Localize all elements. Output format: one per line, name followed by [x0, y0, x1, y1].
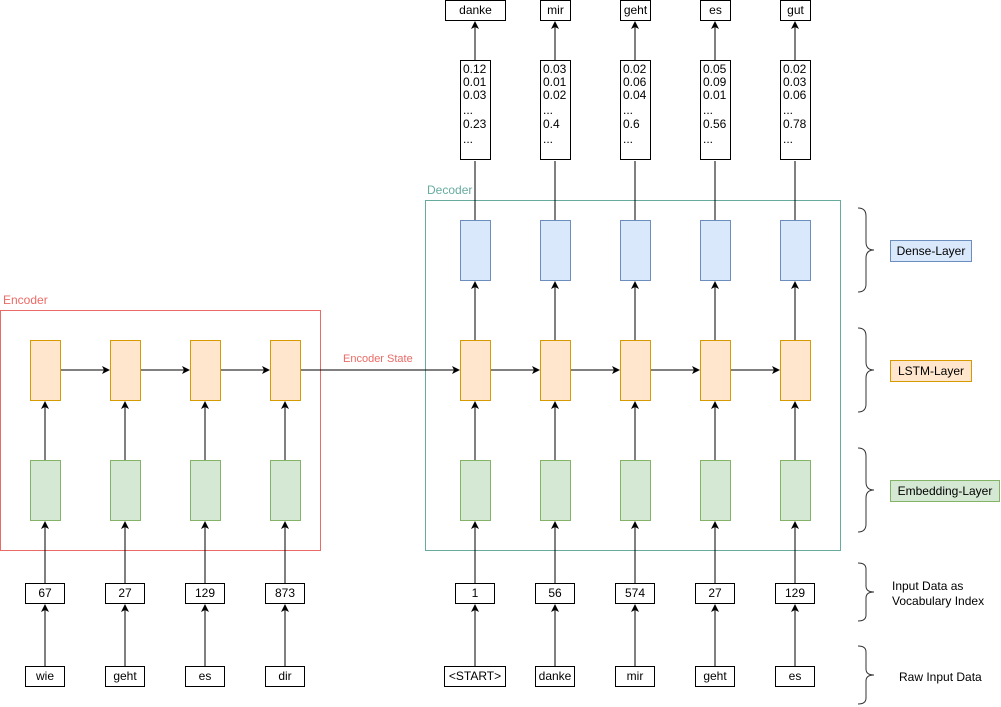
legend-lstm-layer: LSTM-Layer	[890, 360, 972, 382]
probability-value: 0.01	[463, 75, 487, 89]
encoder-label: Encoder	[3, 293, 48, 307]
probability-value: 0.06	[783, 88, 807, 102]
decoder-lstm-cell	[780, 340, 811, 401]
probability-value: 0.01	[543, 75, 567, 89]
decoder-output-word: danke	[445, 0, 506, 21]
decoder-dense-cell	[700, 220, 731, 281]
decoder-input-index: 27	[695, 583, 735, 604]
probability-value: 0.01	[703, 88, 727, 102]
decoder-label: Decoder	[427, 183, 473, 197]
probability-value: 0.04	[623, 88, 647, 102]
brace-embedding	[857, 447, 875, 533]
probability-value: ...	[623, 132, 634, 146]
encoder-frame	[0, 310, 321, 551]
legend-dense-layer: Dense-Layer	[890, 240, 972, 262]
probability-value: 0.03	[543, 62, 567, 76]
decoder-embedding-cell	[540, 460, 571, 521]
decoder-frame	[425, 200, 841, 551]
probability-value: ...	[543, 132, 554, 146]
brace-dense	[857, 207, 875, 293]
decoder-input-index: 574	[615, 583, 655, 604]
encoder-embedding-cell	[270, 460, 301, 521]
decoder-input-word: danke	[535, 666, 575, 687]
decoder-dense-cell	[460, 220, 491, 281]
decoder-lstm-cell	[620, 340, 651, 401]
encoder-lstm-cell	[190, 340, 221, 401]
decoder-input-word: es	[775, 666, 815, 687]
decoder-input-word: mir	[615, 666, 655, 687]
probability-value: ...	[623, 103, 634, 117]
probability-value: 0.4	[543, 117, 560, 131]
encoder-input-word: dir	[265, 666, 305, 687]
probability-value: ...	[703, 132, 714, 146]
probability-value: 0.06	[623, 75, 647, 89]
brace-group	[857, 207, 875, 705]
probability-value: ...	[783, 103, 794, 117]
brace-raw-input	[857, 645, 875, 705]
decoder-dense-cell	[620, 220, 651, 281]
probability-value: 0.23	[463, 117, 487, 131]
probability-value: ...	[463, 132, 474, 146]
probability-value: 0.6	[623, 117, 640, 131]
encoder-input-word: wie	[25, 666, 65, 687]
encoder-input-index: 67	[25, 583, 65, 604]
decoder-output-word: mir	[540, 0, 571, 21]
arrow-group	[41, 21, 799, 666]
probability-value: 0.12	[463, 62, 487, 76]
probability-value: ...	[543, 103, 554, 117]
probability-value: 0.02	[783, 62, 807, 76]
probability-value: 0.56	[703, 117, 727, 131]
decoder-output-word: geht	[620, 0, 651, 21]
decoder-input-index: 56	[535, 583, 575, 604]
decoder-dense-cell	[540, 220, 571, 281]
probability-value: 0.78	[783, 117, 807, 131]
brace-lstm	[857, 327, 875, 413]
probability-value: ...	[463, 103, 474, 117]
decoder-output-word: es	[700, 0, 731, 21]
probability-value: ...	[703, 103, 714, 117]
encoder-input-index: 27	[105, 583, 145, 604]
decoder-dense-cell	[780, 220, 811, 281]
decoder-embedding-cell	[460, 460, 491, 521]
decoder-lstm-cell	[460, 340, 491, 401]
decoder-lstm-cell	[700, 340, 731, 401]
probability-value: 0.03	[783, 75, 807, 89]
encoder-input-index: 129	[185, 583, 225, 604]
legend-raw-input: Raw Input Data	[899, 670, 982, 684]
encoder-input-index: 873	[265, 583, 305, 604]
decoder-output-word: gut	[780, 0, 811, 21]
probability-value: 0.02	[543, 88, 567, 102]
encoder-input-word: es	[185, 666, 225, 687]
encoder-lstm-cell	[30, 340, 61, 401]
probability-value: ...	[783, 132, 794, 146]
decoder-embedding-cell	[620, 460, 651, 521]
decoder-input-word: <START>	[444, 666, 506, 687]
decoder-lstm-cell	[540, 340, 571, 401]
decoder-input-index: 129	[775, 583, 815, 604]
encoder-lstm-cell	[110, 340, 141, 401]
encoder-embedding-cell	[190, 460, 221, 521]
probability-value: 0.05	[703, 62, 727, 76]
legend-input-index: Input Data as Vocabulary Index	[892, 579, 985, 608]
legend-embedding-layer: Embedding-Layer	[890, 480, 1000, 502]
probability-value: 0.03	[463, 88, 487, 102]
decoder-input-index: 1	[455, 583, 495, 604]
encoder-embedding-cell	[30, 460, 61, 521]
probability-value: 0.02	[623, 62, 647, 76]
encoder-embedding-cell	[110, 460, 141, 521]
decoder-embedding-cell	[700, 460, 731, 521]
encoder-lstm-cell	[270, 340, 301, 401]
decoder-embedding-cell	[780, 460, 811, 521]
decoder-input-word: geht	[695, 666, 735, 687]
encoder-input-word: geht	[105, 666, 145, 687]
encoder-state-label: Encoder State	[343, 353, 413, 365]
probability-value: 0.09	[703, 75, 727, 89]
brace-input-index	[857, 562, 875, 622]
